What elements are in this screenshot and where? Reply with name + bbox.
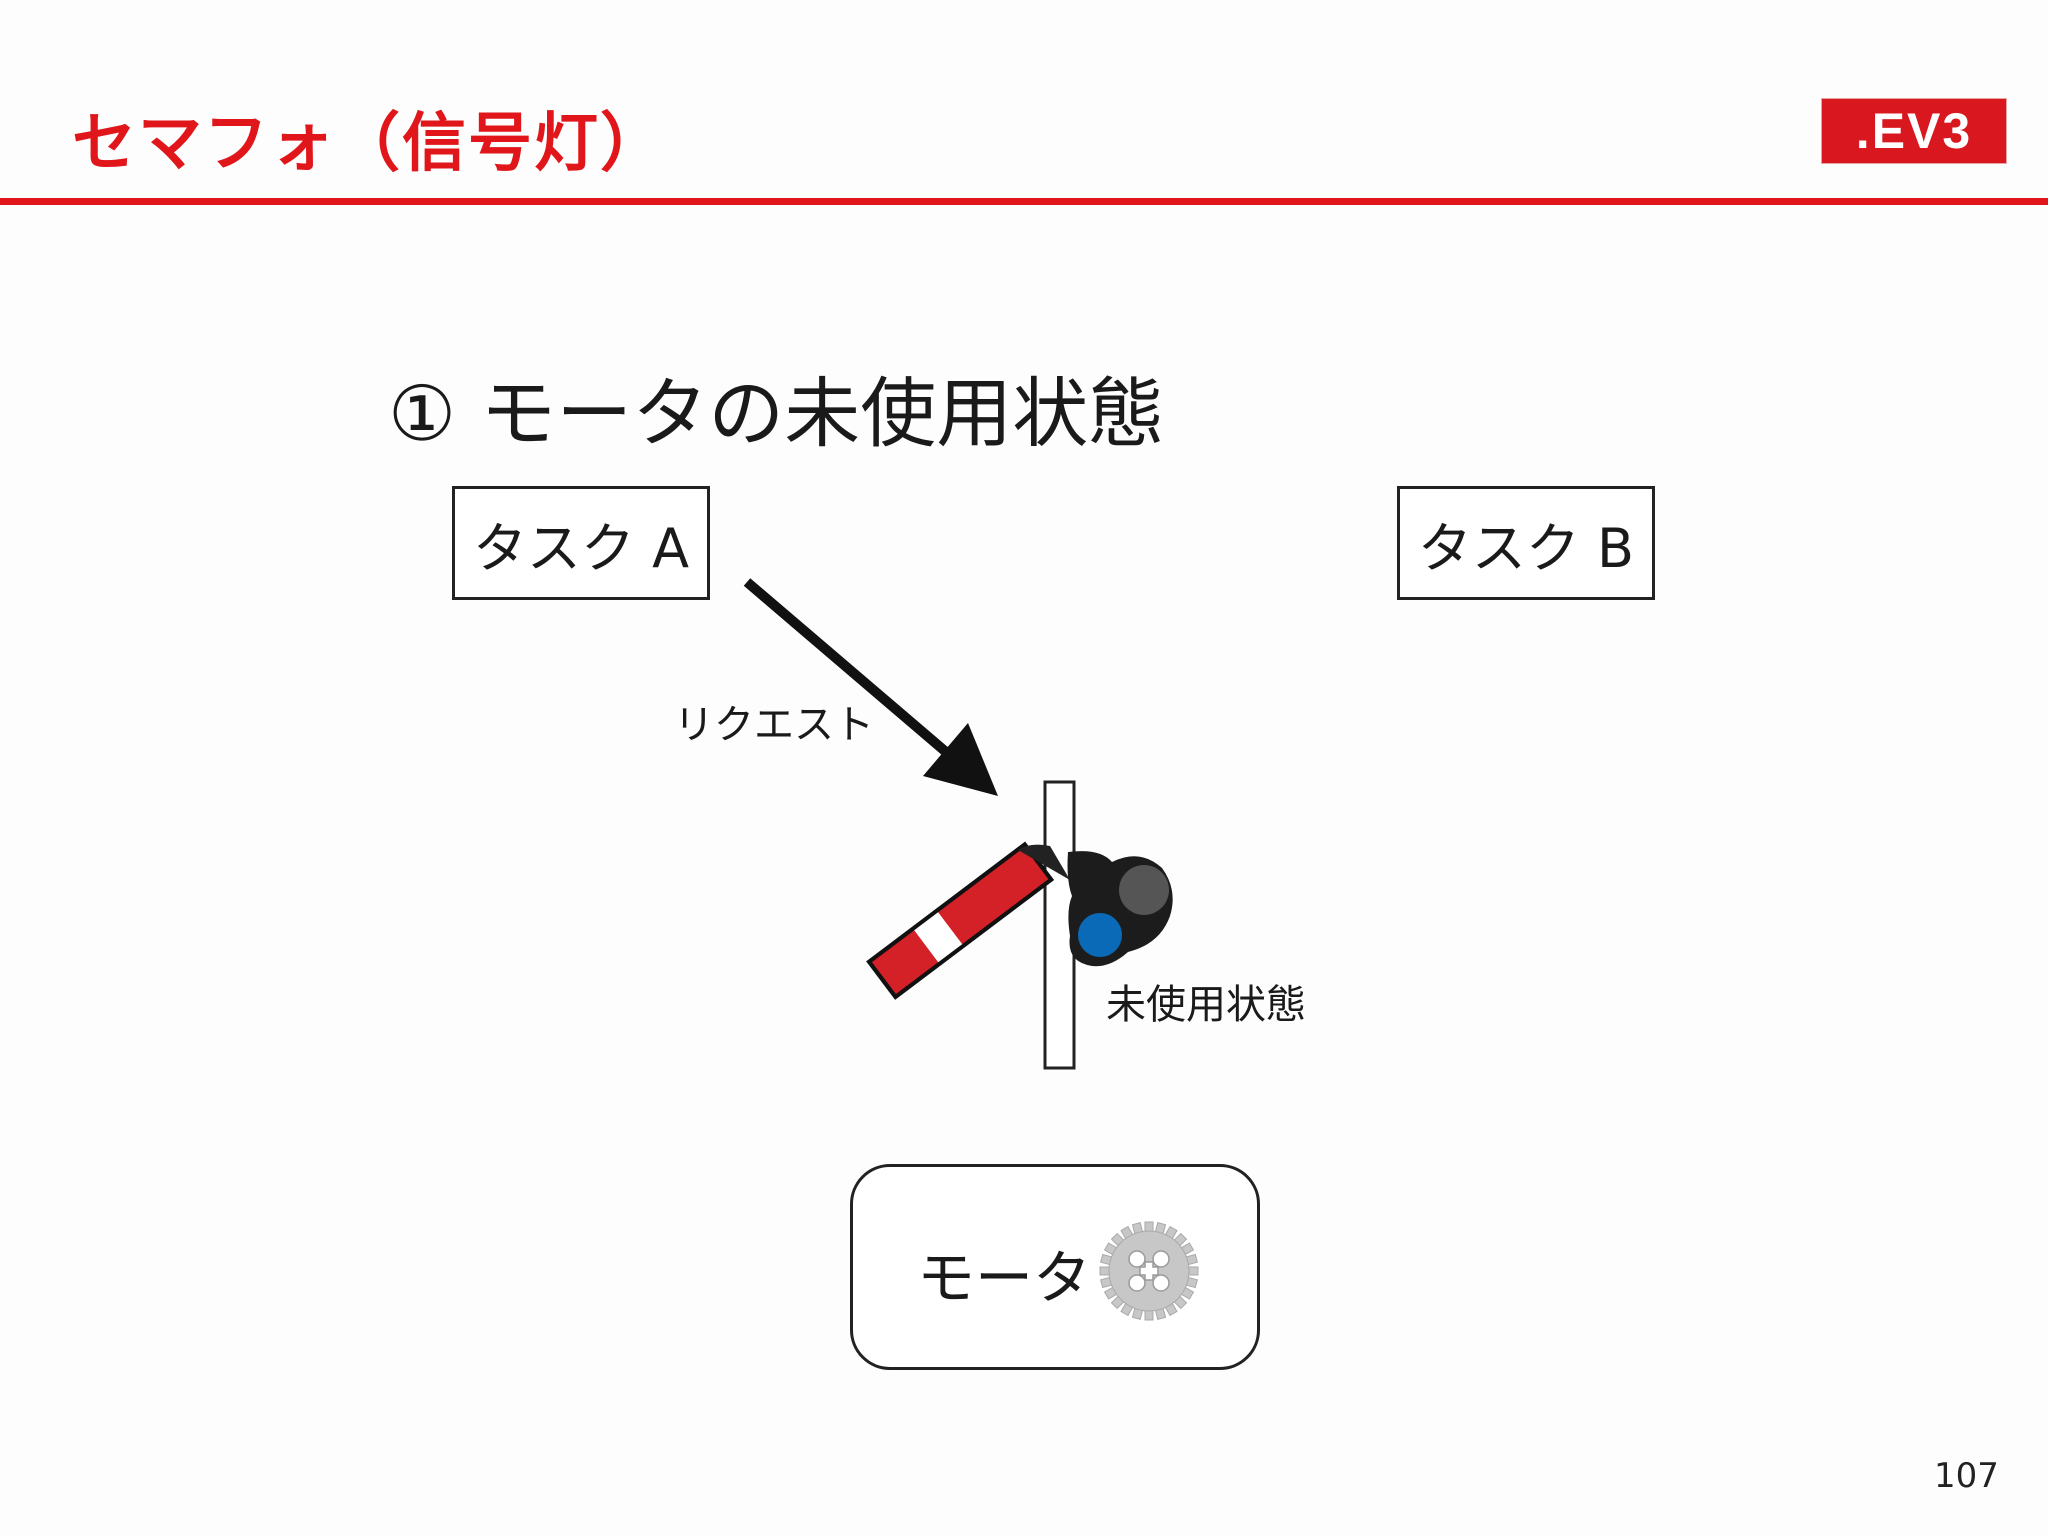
- ev3-logo: .EV3: [1822, 99, 2006, 163]
- slide-title: セマフォ（信号灯）: [72, 107, 666, 181]
- arrow-icon: [743, 578, 998, 796]
- task-b-label: タスク B: [1417, 516, 1635, 580]
- task-b-box: タスク B: [1397, 486, 1655, 600]
- task-a-box: タスク A: [452, 486, 710, 600]
- task-a-label: タスク A: [472, 516, 690, 580]
- motor-box: モータ: [850, 1164, 1260, 1370]
- title-divider: [0, 198, 2048, 205]
- railway-semaphore-signal-icon: [866, 780, 1173, 1070]
- page-number: 107: [1934, 1456, 1999, 1496]
- semaphore-status-label: 未使用状態: [1106, 982, 1306, 1028]
- request-label: リクエスト: [674, 702, 874, 748]
- motor-label: モータ: [917, 1244, 1092, 1312]
- gear-icon: [1099, 1221, 1199, 1321]
- step-heading: ① モータの未使用状態: [388, 369, 1165, 458]
